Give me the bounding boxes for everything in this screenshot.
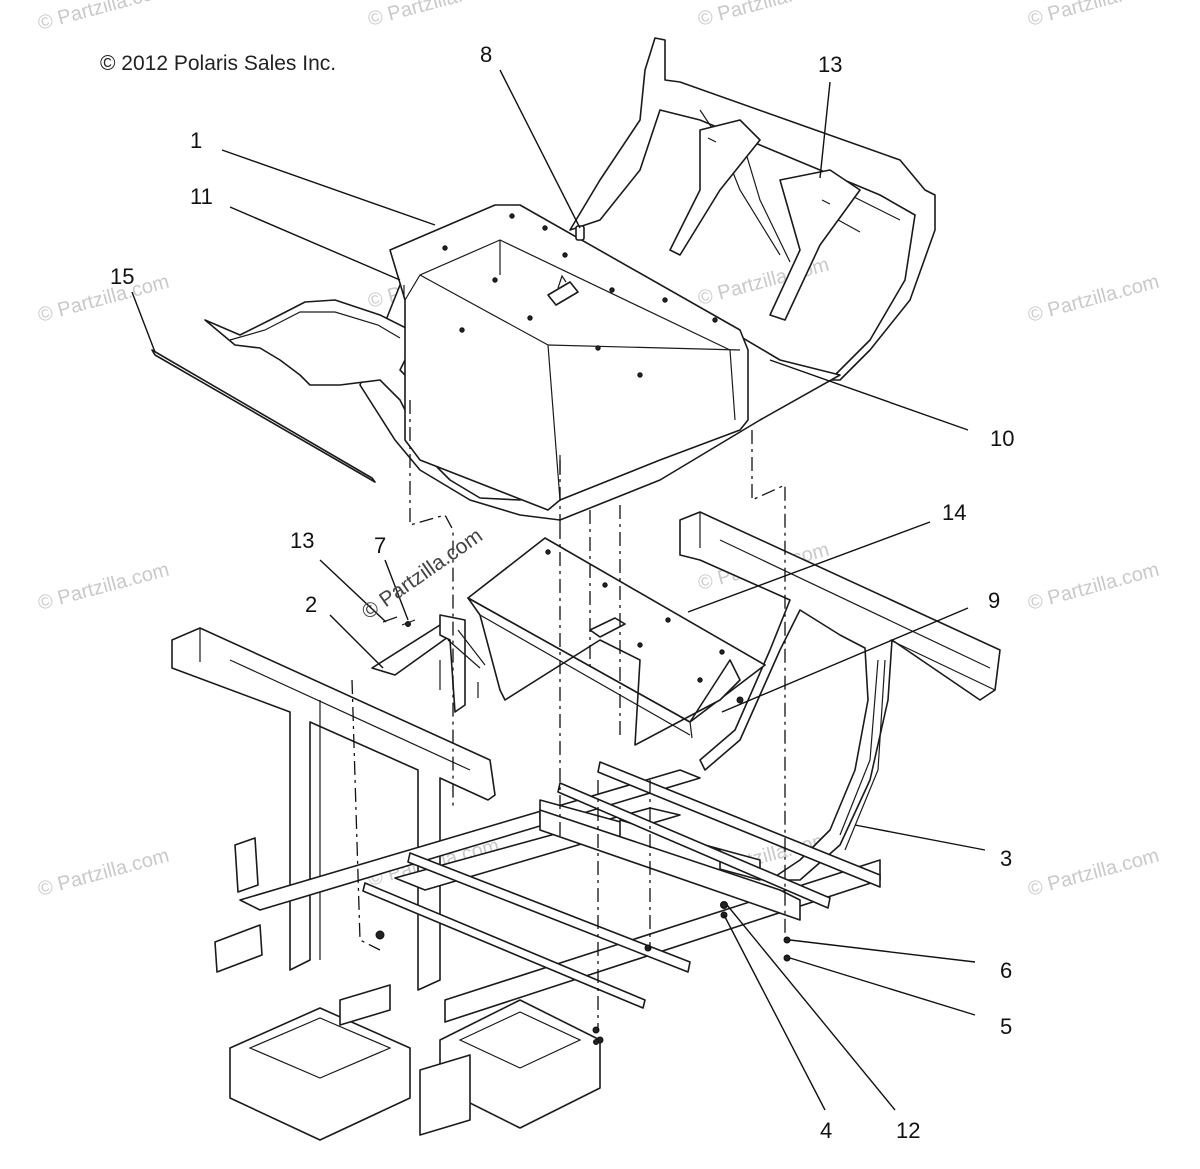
callout-3: 3	[1000, 846, 1012, 871]
assembly-lines	[351, 400, 786, 1030]
watermark: © Partzilla.com	[36, 271, 172, 327]
callout-12: 12	[896, 1118, 920, 1143]
callout-10: 10	[990, 426, 1014, 451]
watermark: © Partzilla.com	[696, 0, 832, 31]
callout-14: 14	[942, 500, 966, 525]
callout-15: 15	[110, 264, 134, 289]
callout-9: 9	[988, 588, 1000, 613]
leader-lines	[131, 69, 986, 1111]
callout-2: 2	[305, 592, 317, 617]
callout-8: 8	[480, 42, 492, 67]
callout-13-upper: 13	[818, 52, 842, 77]
side-trim-strip	[151, 349, 376, 483]
callout-13-lower: 13	[290, 528, 314, 553]
watermark: © Partzilla.com	[36, 0, 172, 35]
watermark: © Partzilla.com	[366, 0, 502, 31]
watermark: © Partzilla.com	[1026, 271, 1162, 327]
support-bars	[362, 761, 881, 1009]
floor-tub	[204, 37, 936, 521]
watermark: © Partzilla.com	[1026, 0, 1162, 31]
watermark: © Partzilla.com	[1026, 559, 1162, 615]
mounting-bracket	[371, 614, 486, 713]
storage-bin	[467, 537, 766, 746]
callout-1: 1	[190, 128, 202, 153]
watermark: © Partzilla.com	[36, 845, 172, 901]
callout-11: 11	[190, 184, 213, 209]
watermark: © Partzilla.com	[36, 559, 172, 615]
watermark: © Partzilla.com	[1026, 845, 1162, 901]
callout-6: 6	[1000, 958, 1012, 983]
callout-5: 5	[1000, 1014, 1012, 1039]
callout-labels: 1 2 3 4 5 6 7 8 9 10 11 12 13 13 14 15	[110, 42, 1014, 1143]
callout-4: 4	[820, 1118, 832, 1143]
callout-7: 7	[374, 533, 386, 558]
copyright-notice: © 2012 Polaris Sales Inc.	[100, 52, 337, 75]
